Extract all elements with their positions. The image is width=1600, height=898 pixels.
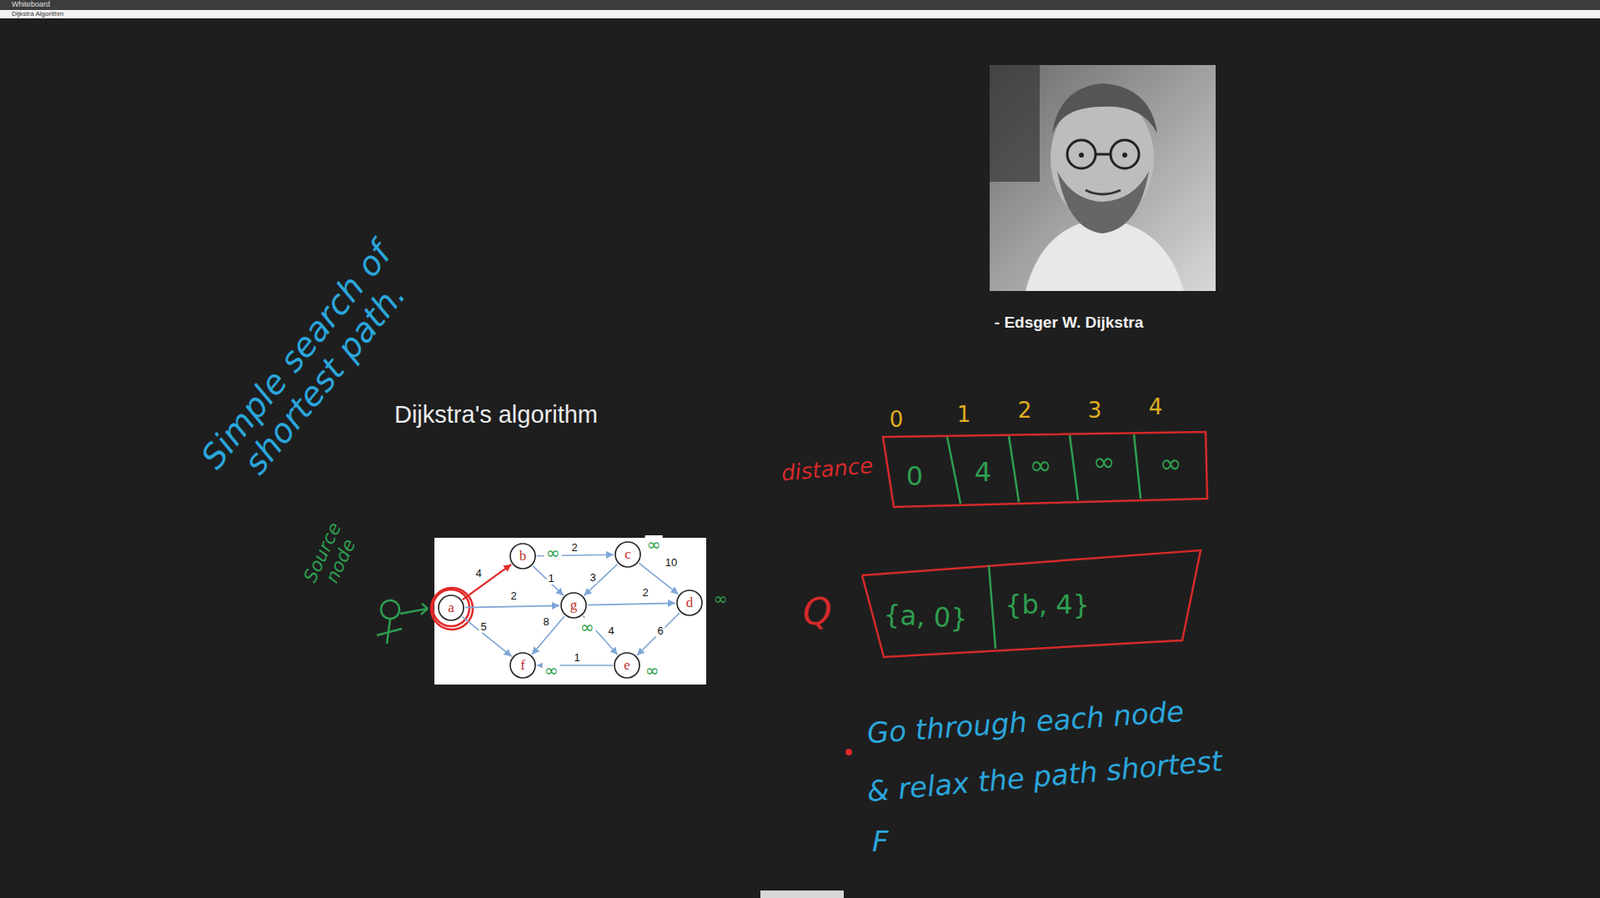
graph-edge (462, 564, 512, 600)
distance-mark: ∞ (578, 617, 597, 637)
distance-mark: ∞ (544, 543, 562, 562)
vertex-circle (677, 590, 703, 616)
array-name: distance (780, 453, 874, 486)
window-title: Whiteboard (11, 0, 51, 10)
array-index: 2 (1018, 398, 1033, 423)
graph-edge (587, 602, 676, 605)
graph-edge (583, 564, 617, 597)
title-bar (0, 0, 1600, 11)
edge-weight: 3 (587, 571, 597, 584)
edge-weight: 2 (508, 590, 518, 602)
graph-edge (532, 566, 564, 596)
graph-vertex: b (509, 542, 537, 570)
table-cell: ∞ (1159, 449, 1183, 479)
bullet-dot (845, 748, 853, 756)
graph-edge (465, 605, 560, 607)
distance-mark: ∞ (645, 535, 663, 554)
edge-weight: 2 (640, 586, 650, 599)
graph-vertex: e (613, 652, 641, 679)
tab-bar (0, 10, 1600, 19)
photo-credit: - Edsger W. Dijkstra (994, 314, 1144, 332)
vertex-name: b (519, 548, 527, 563)
vertex-name: a (447, 600, 455, 615)
handwritten-note: Go through each node (866, 696, 1185, 750)
array-index: 4 (1148, 395, 1164, 420)
handwritten-note: & relax the path shortest (865, 745, 1224, 808)
vertex-name: e (623, 657, 631, 673)
table-cell: 4 (974, 457, 992, 487)
graph-edge (461, 616, 512, 658)
distance-mark: ∞ (713, 589, 728, 608)
vertex-name: g (570, 597, 578, 612)
handwritten-note: Simple search of shortest path. (176, 214, 444, 520)
toolbar (760, 890, 844, 898)
vertex-circle (615, 541, 641, 567)
edge-weight: 4 (606, 625, 616, 637)
handwritten-note: Source node (297, 514, 367, 600)
table-cell: ∞ (1093, 447, 1116, 477)
vertex-name: d (686, 595, 694, 610)
array-index: 0 (889, 407, 904, 432)
queue-cell: {b, 4} (1004, 590, 1090, 620)
array-index: 1 (957, 402, 972, 427)
graph-vertex: f (509, 652, 537, 679)
source-highlight (431, 587, 473, 630)
vertex-circle (510, 652, 536, 678)
graph-edge (531, 616, 565, 655)
vertex-circle (438, 595, 464, 621)
edge-weight: 8 (541, 616, 551, 628)
breadcrumb: Dijkstra Algorithm (11, 10, 64, 19)
handwritten-note: F (872, 826, 889, 858)
edge-weight: 1 (571, 652, 582, 664)
edge-weight: 4 (473, 567, 483, 580)
vertex-circle (561, 592, 587, 618)
vertex-circle (614, 652, 640, 678)
table-cell: ∞ (1029, 451, 1053, 481)
graph-vertex: c (614, 541, 642, 568)
vertex-circle (510, 543, 536, 569)
graph-vertex: a (437, 594, 465, 622)
graph-edge (636, 612, 680, 656)
distance-array (882, 431, 1208, 507)
diagram-title: Dijkstra's algorithm (394, 401, 598, 429)
edge-weight: 2 (569, 541, 579, 554)
portrait-photo (989, 65, 1216, 291)
graph-vertex: d (676, 589, 703, 617)
table-cell: 0 (906, 461, 923, 492)
queue-name: Q (802, 591, 833, 632)
graph-vertex: g (560, 591, 587, 619)
edge-weight: 6 (655, 625, 665, 637)
edge-weight: 10 (663, 556, 679, 569)
source-figure (376, 600, 428, 644)
graph-panel (434, 537, 707, 685)
vertex-name: f (520, 657, 526, 673)
vertex-name: c (624, 546, 632, 562)
edge-weight: 1 (546, 572, 556, 585)
edge-weight: 5 (478, 621, 488, 633)
distance-mark: ∞ (542, 661, 561, 680)
queue-cell: {a, 0} (882, 600, 969, 634)
queue-array (862, 550, 1201, 658)
array-index: 3 (1088, 398, 1103, 423)
distance-mark: ∞ (643, 661, 662, 680)
